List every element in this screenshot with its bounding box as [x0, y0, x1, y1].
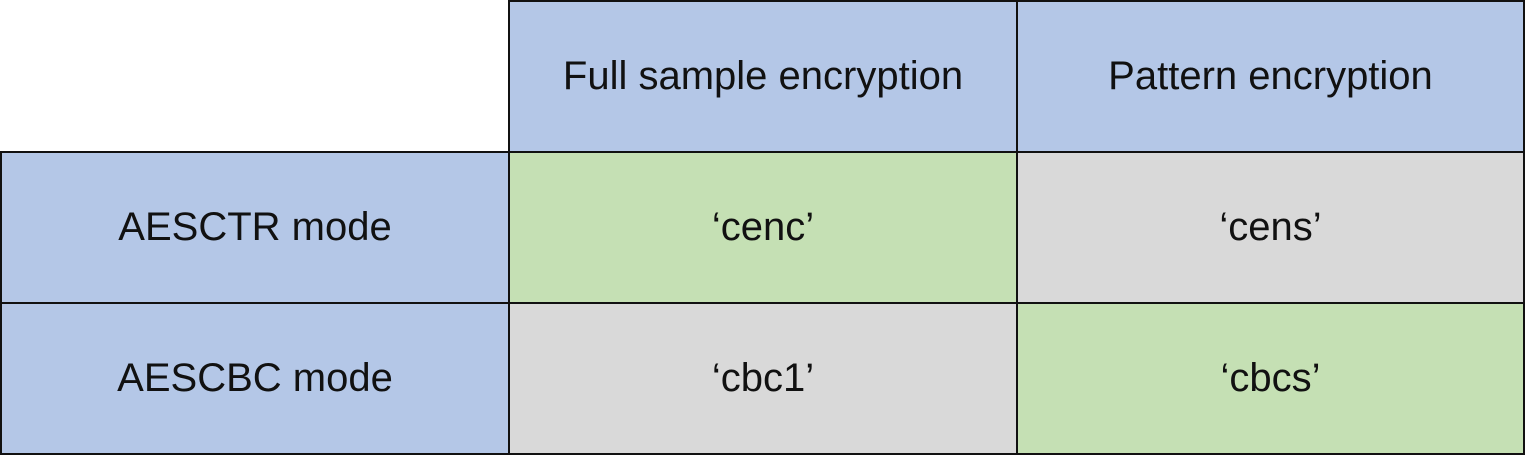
row-header-aescbc: AESCBC mode	[0, 302, 510, 455]
column-header-pattern: Pattern encryption	[1016, 0, 1525, 153]
cell-cens: ‘cens’	[1016, 151, 1525, 304]
cell-cbc1: ‘cbc1’	[508, 302, 1018, 455]
row-header-aesctr: AESCTR mode	[0, 151, 510, 304]
cell-cenc: ‘cenc’	[508, 151, 1018, 304]
column-header-full-sample: Full sample encryption	[508, 0, 1018, 153]
cell-cbcs: ‘cbcs’	[1016, 302, 1525, 455]
